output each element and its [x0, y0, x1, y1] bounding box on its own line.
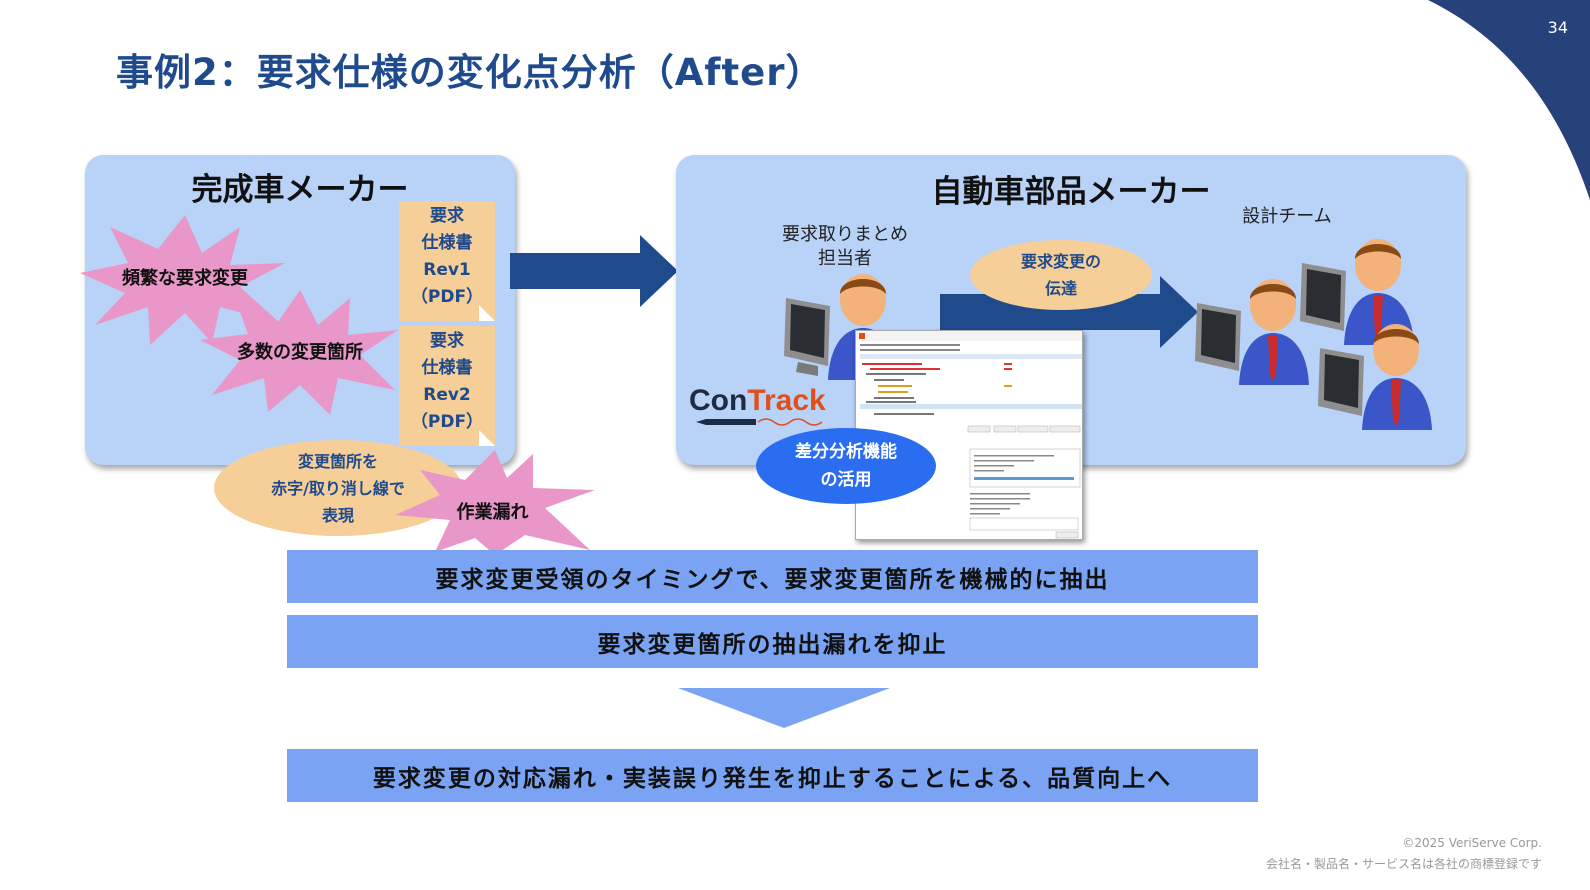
red-ellipse-line1: 変更箇所を [297, 451, 378, 471]
requirement-doc-rev1: 要求 仕様書 Rev1 （PDF） [399, 201, 495, 321]
design-team-label: 設計チーム [1242, 206, 1332, 227]
diff-ellipse-line2: の活用 [820, 470, 872, 490]
coordinator-label-line2: 担当者 [818, 248, 872, 269]
burst-work-omission [395, 450, 595, 555]
doc1-line3: Rev1 [423, 260, 471, 280]
burst-work-omission-label: 作業漏れ [456, 502, 529, 523]
diff-tool-window-content [856, 331, 1082, 539]
doc2-line2: 仕様書 [421, 358, 473, 378]
requirement-doc-rev2: 要求 仕様書 Rev2 （PDF） [399, 326, 495, 446]
diff-analysis-ellipse: 差分分析機能 の活用 [756, 428, 936, 504]
doc2-line3: Rev2 [423, 385, 471, 405]
coordinator-label: 要求取りまとめ 担当者 [760, 223, 930, 271]
burst-frequent-changes [80, 215, 285, 345]
trademark-text: 会社名・製品名・サービス名は各社の商標登録です [1265, 857, 1542, 871]
supplier-panel-title: 自動車部品メーカー [931, 174, 1211, 210]
diff-ellipse-line1: 差分分析機能 [795, 442, 897, 462]
corner-decoration [1428, 0, 1590, 200]
doc2-line1: 要求 [430, 331, 464, 351]
outcome-bar-quality: 要求変更の対応漏れ・実装誤り発生を抑止することによる、品質向上へ [287, 749, 1258, 802]
transfer-ellipse-line2: 伝達 [1044, 279, 1077, 298]
contrack-logo-part2: Track [747, 384, 826, 417]
doc2-line4: （PDF） [410, 412, 484, 432]
design-team-member-1-icon [1195, 279, 1309, 385]
red-ellipse-line3: 表現 [321, 505, 354, 525]
requirement-transfer-ellipse: 要求変更の 伝達 [970, 240, 1152, 310]
oem-panel-title: 完成車メーカー [191, 172, 409, 208]
coordinator-label-line1: 要求取りまとめ [782, 224, 908, 245]
copyright-text: ©2025 VeriServe Corp. [1402, 836, 1542, 850]
outcome-bar-extraction: 要求変更受領のタイミングで、要求変更箇所を機械的に抽出 [287, 550, 1258, 603]
transfer-ellipse-line1: 要求変更の [1020, 252, 1101, 271]
outcome-bar-prevention: 要求変更箇所の抽出漏れを抑止 [287, 615, 1258, 668]
doc1-line2: 仕様書 [421, 233, 473, 253]
page-number: 34 [1547, 18, 1568, 37]
down-arrow [678, 688, 890, 728]
doc1-fold [479, 305, 495, 321]
contrack-logo: ConTrack [689, 384, 826, 418]
burst-many-changes [200, 290, 398, 415]
red-ellipse-line2: 赤字/取り消し線で [271, 478, 405, 498]
doc1-line1: 要求 [430, 206, 464, 226]
contrack-logo-part1: Con [689, 384, 748, 417]
doc2-fold [479, 430, 495, 446]
burst-many-changes-label: 多数の変更箇所 [237, 342, 363, 363]
red-strikethrough-ellipse: 変更箇所を 赤字/取り消し線で 表現 [214, 440, 462, 536]
doc1-line4: （PDF） [410, 287, 484, 307]
design-team-member-3-icon [1318, 324, 1432, 430]
handoff-arrow [510, 235, 678, 307]
page-title: 事例2：要求仕様の変化点分析（After） [116, 51, 824, 94]
contrack-logo-pen-icon [696, 418, 823, 426]
burst-frequent-changes-label: 頻繁な要求変更 [122, 268, 248, 289]
